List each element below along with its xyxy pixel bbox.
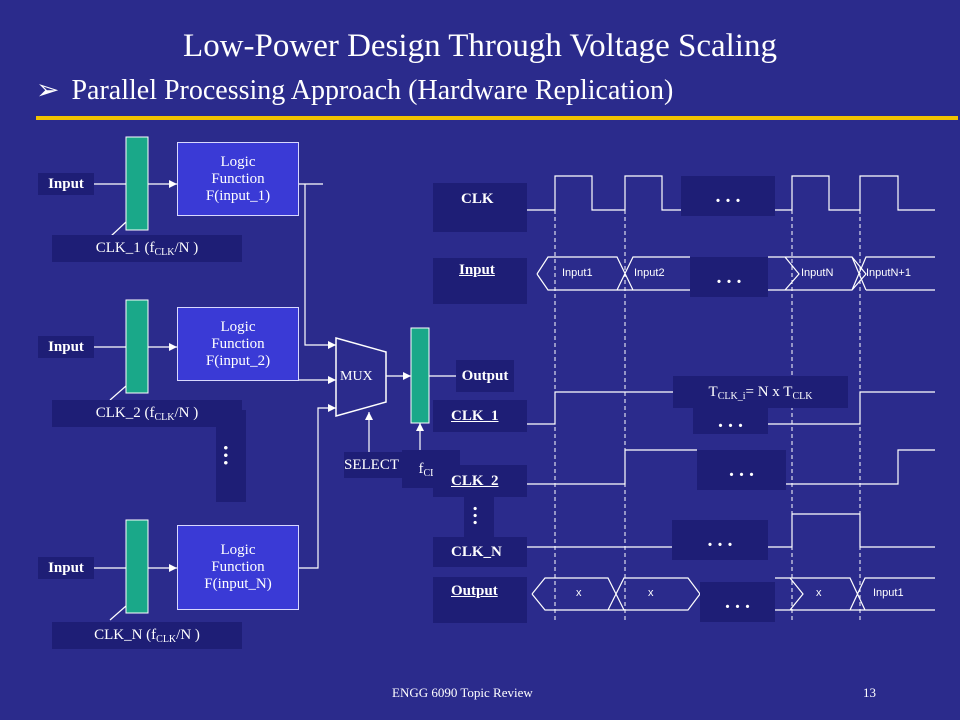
ellipsis-input: . . . [690,257,768,297]
ellipsis-vertical-left: ... [216,410,246,502]
ellipsis-output: . . . [700,582,775,622]
timing-input-label: Input [433,258,527,304]
clk-wire-n [109,605,127,621]
output-cell-3: x [816,587,822,599]
ellipsis-vertical-timing: ... [464,494,494,538]
logic-label: Logic [220,153,256,170]
output-cell-4: Input1 [873,587,904,599]
output-cell-2: x [648,587,654,599]
clk2-waveform [512,449,697,485]
logic-label: Logic [220,542,256,558]
register-n [125,519,149,614]
arrow-mux-in-1 [328,341,336,349]
footer-page-number: 13 [863,685,876,700]
clk1-waveform-end [768,391,935,425]
slide-subtitle: ➢ Parallel Processing Approach (Hardware … [36,73,673,107]
arrow-mux-in-n [328,404,336,412]
logic-function-n: Logic Function F(input_N) [177,525,299,610]
clkn-waveform-end [768,513,935,548]
timing-clk1-label: CLK_1 [433,400,527,432]
logic-label: Function [211,559,265,575]
logic-function-1: Logic Function F(input_1) [177,142,299,216]
input-label-1: Input [38,173,94,195]
output-bus-2 [775,577,935,611]
timing-output-label: Output [433,577,527,623]
register-1 [125,136,149,231]
clk1-waveform [512,391,693,425]
timing-clkn-label: CLK_N [433,537,527,567]
wire-logic-1-mux [297,183,336,346]
ellipsis-clk1: . . . [693,408,768,434]
arrow-logic-2 [169,343,177,351]
input-cell-n: InputN [801,267,834,279]
title-rule [36,116,958,120]
clk-wire-2 [109,385,127,401]
logic-function-2: Logic Function F(input_2) [177,307,299,381]
input-bus-1 [536,256,690,291]
subtitle-text: Parallel Processing Approach (Hardware R… [71,75,674,106]
timing-clk-label: CLK [433,183,527,232]
footer-course: ENGG 6090 Topic Review [392,685,533,700]
mux-shape [335,337,387,417]
register-2 [125,299,149,394]
select-label: SELECT [344,452,412,478]
logic-label: Logic [220,318,256,335]
arrow-mux-in-2 [328,376,336,384]
clk-waveform-end [760,175,935,211]
output-bus-1 [531,577,701,611]
slide-title: Low-Power Design Through Voltage Scaling [183,28,777,64]
timing-clk2-label: CLK_2 [433,465,527,497]
logic-label: Function [211,170,265,187]
input-cell-1: Input1 [562,267,593,279]
mux-label: MUX [340,369,373,384]
input-label-n: Input [38,557,94,579]
clk2-waveform-end [786,449,935,485]
ellipsis-clk2: . . . [697,450,786,490]
arrow-logic-n [169,564,177,572]
wire-logic-n-mux [297,407,336,569]
logic-function-name: F(input_N) [204,576,272,592]
input-cell-n1: InputN+1 [866,267,911,279]
clk-waveform [522,175,700,211]
arrow-select [365,412,373,420]
arrow-register-in [403,372,411,380]
ellipsis-clk: . . . [681,176,775,216]
arrow-logic-1 [169,180,177,188]
output-cell-1: x [576,587,582,599]
timing-output-top-label: Output [456,360,514,392]
input-cell-2: Input2 [634,267,665,279]
clk-wire-1 [109,221,127,238]
output-register [410,327,430,424]
ellipsis-clkn: . . . [672,520,768,560]
input-bus-2 [768,256,935,291]
logic-label: Function [211,335,265,352]
arrow-fclk [416,423,424,431]
logic-function-name: F(input_2) [205,352,271,369]
logic-function-name: F(input_1) [205,187,271,204]
arrow-bullet-icon: ➢ [36,75,60,106]
input-label-2: Input [38,336,94,358]
